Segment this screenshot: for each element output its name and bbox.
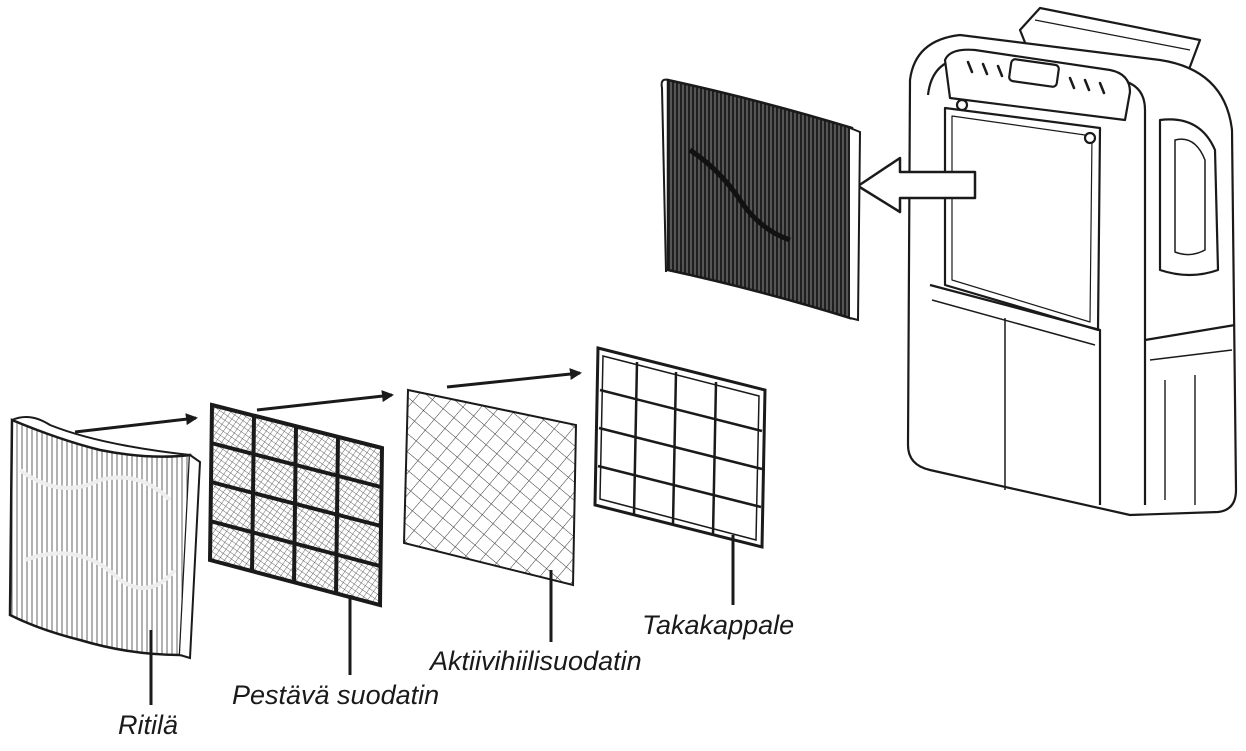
arrow-carbon-to-back <box>446 368 582 389</box>
dehumidifier-unit <box>906 6 1238 517</box>
grille-part <box>8 415 202 660</box>
removal-arrow <box>856 156 977 214</box>
arrow-grille-to-washable <box>74 413 198 434</box>
label-washable-filter: Pestävä suodatin <box>232 680 440 710</box>
label-grille: Ritilä <box>118 710 179 740</box>
washable-filter-part <box>207 402 385 608</box>
label-carbon-filter: Aktiivihiilisuodatin <box>430 646 642 676</box>
back-piece-part <box>593 346 767 549</box>
removed-grille <box>660 78 862 322</box>
label-back-piece: Takakappale <box>642 610 795 640</box>
arrow-washable-to-carbon <box>256 390 394 412</box>
carbon-filter-part <box>402 388 578 587</box>
